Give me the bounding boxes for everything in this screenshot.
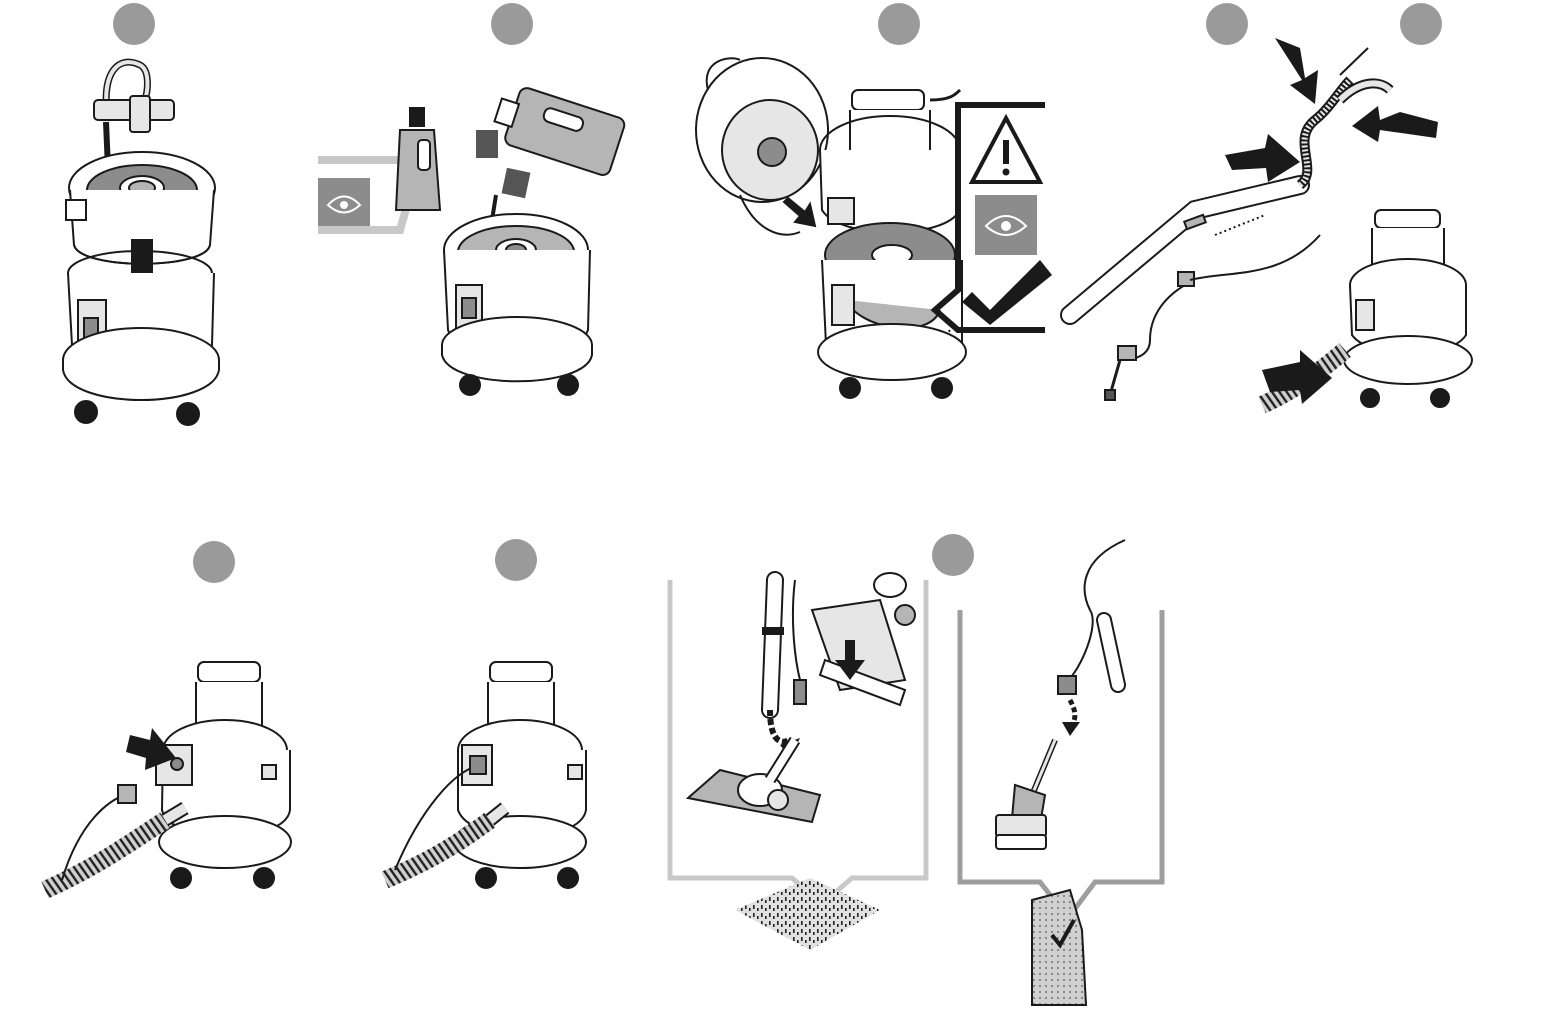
step-circle-7 [495, 539, 537, 581]
checkmark-icon [962, 260, 1052, 325]
step-plug-socket [45, 662, 291, 890]
step-hose-attached [385, 662, 586, 888]
step-circle-6 [193, 541, 235, 583]
step-circle-2 [491, 3, 533, 45]
step-upholstery-tool [960, 540, 1162, 1005]
step-connect-hoses [1070, 38, 1472, 407]
step-circle-3 [878, 3, 920, 45]
detergent-bottle-icon [503, 86, 626, 177]
socket-arrow-icon [171, 758, 183, 770]
carpet-icon [735, 878, 880, 950]
step-circle-5 [1400, 3, 1442, 45]
step-attach-motor-head [696, 58, 1052, 398]
step-fill-water [63, 62, 219, 425]
step-circle-8 [932, 534, 974, 576]
step-carpet-tool [670, 573, 926, 950]
step-add-detergent [318, 81, 626, 395]
down-arrow-icon [784, 198, 815, 226]
step-circle-4 [1206, 3, 1248, 45]
step-circle-1 [113, 3, 155, 45]
